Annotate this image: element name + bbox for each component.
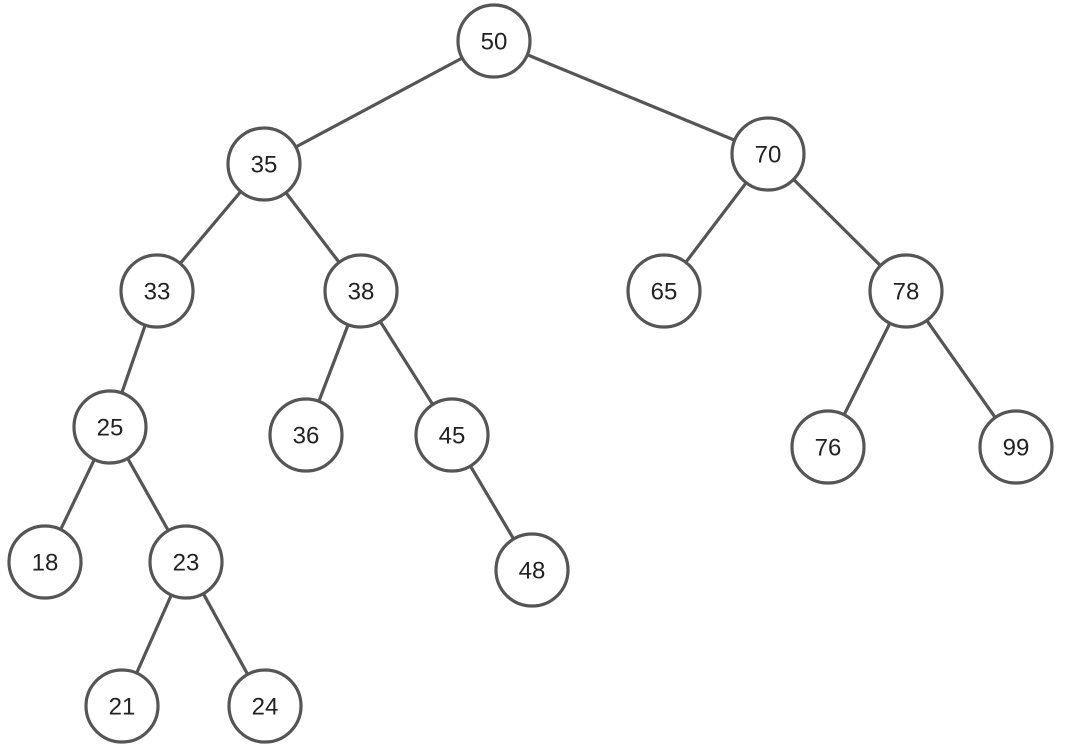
tree-node-99: 99 [978,409,1054,485]
node-label: 50 [481,29,508,56]
node-label: 24 [252,694,279,721]
node-circle [978,409,1054,485]
edge-38-45 [378,319,435,407]
edge-33-25 [120,323,147,395]
edge-38-36 [317,323,350,403]
edge-35-33 [178,189,243,266]
node-circle [227,668,303,744]
node-circle [226,126,302,202]
node-circle [868,253,944,329]
node-label: 70 [755,142,782,169]
edge-45-48 [468,464,516,541]
node-label: 78 [893,279,920,306]
node-circle [626,253,702,329]
node-circle [414,397,490,473]
node-circle [730,116,806,192]
node-label: 23 [173,550,200,577]
node-circle [148,524,224,600]
edge-23-24 [201,591,250,677]
node-label: 45 [439,423,466,450]
node-label: 76 [815,435,842,462]
tree-node-70: 70 [730,116,806,192]
node-label: 35 [251,152,278,179]
edge-23-21 [135,593,173,675]
edge-50-35 [294,56,464,149]
edge-50-70 [525,53,737,142]
tree-node-36: 36 [268,397,344,473]
node-circle [323,253,399,329]
tree-node-25: 25 [72,389,148,465]
node-label: 38 [348,279,375,306]
node-label: 36 [293,423,320,450]
node-label: 18 [32,550,59,577]
node-label: 25 [97,415,124,442]
tree-node-50: 50 [456,3,532,79]
tree-node-21: 21 [84,668,160,744]
tree-node-78: 78 [868,253,944,329]
edge-35-38 [284,191,341,264]
edges-layer [59,53,997,677]
edge-70-65 [684,181,748,264]
edge-25-23 [126,456,170,533]
edge-70-78 [791,177,883,268]
tree-node-18: 18 [7,524,83,600]
node-label: 48 [519,558,546,585]
tree-node-45: 45 [414,397,490,473]
node-label: 21 [109,694,136,721]
tree-node-23: 23 [148,524,224,600]
tree-node-76: 76 [790,409,866,485]
node-circle [72,389,148,465]
tree-node-33: 33 [119,253,195,329]
tree-node-65: 65 [626,253,702,329]
edge-25-18 [59,457,96,532]
node-label: 33 [144,279,171,306]
node-circle [456,3,532,79]
node-circle [84,668,160,744]
nodes-layer: 50 35 70 33 38 65 78 25 36 45 76 99 18 23 48 21 24 [7,3,1054,744]
node-circle [268,397,344,473]
node-circle [494,532,570,608]
node-label: 99 [1003,435,1030,462]
node-label: 65 [651,279,678,306]
node-circle [7,524,83,600]
tree-node-35: 35 [226,126,302,202]
edge-78-76 [842,321,892,417]
tree-node-38: 38 [323,253,399,329]
node-circle [790,409,866,485]
edge-78-99 [925,318,997,420]
tree-node-24: 24 [227,668,303,744]
node-circle [119,253,195,329]
tree-node-48: 48 [494,532,570,608]
